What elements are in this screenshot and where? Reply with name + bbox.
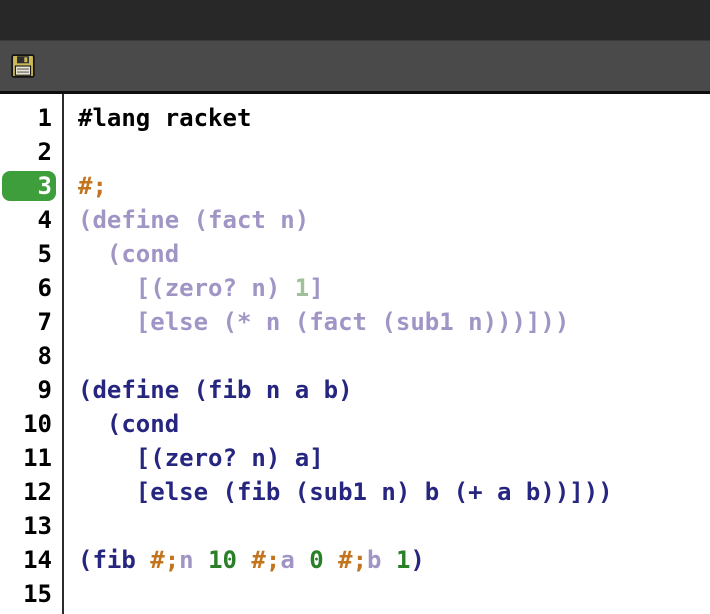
code-line[interactable]: 9 (define (fib n a b) [0, 373, 710, 407]
code-segment-muted_number: 1 [294, 274, 310, 302]
code-text: (cond [62, 237, 710, 271]
code-text: #; [62, 169, 710, 203]
line-number: 9 [37, 376, 52, 404]
code-line[interactable]: 14(fib #;n 10 #;a 0 #;b 1) [0, 543, 710, 577]
line-number-cell: 14 [0, 543, 62, 577]
code-text: #lang racket [62, 101, 710, 135]
code-line[interactable]: 15 [0, 577, 710, 611]
line-number: 15 [23, 580, 52, 608]
line-number: 11 [23, 444, 52, 472]
code-segment-code: ) [410, 546, 425, 574]
line-number-cell: 8 [0, 339, 62, 373]
line-number-cell: 4 [0, 203, 62, 237]
code-line[interactable]: 11 [(zero? n) a] [0, 441, 710, 475]
line-number-cell: 10 [0, 407, 62, 441]
code-segment-number: 0 [309, 546, 339, 574]
line-number: 4 [37, 206, 52, 234]
code-segment-number: 1 [395, 546, 411, 574]
line-number: 8 [37, 342, 52, 370]
code-line[interactable]: 12 [else (fib (sub1 n) b (+ a b))])) [0, 475, 710, 509]
code-segment-muted: [(zero? n) [78, 274, 295, 302]
current-line-number: 3 [2, 171, 56, 201]
titlebar [0, 0, 710, 40]
code-text [62, 135, 710, 169]
code-segment-default: #lang racket [78, 104, 252, 132]
line-number-cell: 6 [0, 271, 62, 305]
code-segment-number: 10 [208, 546, 252, 574]
code-line[interactable]: 4 (define (fact n) [0, 203, 710, 237]
line-number-cell: 11 [0, 441, 62, 475]
line-number-cell: 1 [0, 101, 62, 135]
code-segment-muted: n [179, 546, 209, 574]
code-segment-muted: (define (fact n) [78, 206, 310, 234]
code-segment-comment: #; [150, 546, 180, 574]
code-line[interactable]: 6 [(zero? n) 1] [0, 271, 710, 305]
code-segment-muted: ] [309, 274, 324, 302]
code-text: [else (* n (fact (sub1 n)))])) [62, 305, 710, 339]
code-segment-comment: #; [338, 546, 368, 574]
line-number: 12 [23, 478, 52, 506]
code-segment-comment: #; [251, 546, 281, 574]
line-number-cell: 13 [0, 509, 62, 543]
code-text [62, 577, 710, 611]
code-segment-comment: #; [78, 172, 107, 200]
code-line[interactable]: 5 (cond [0, 237, 710, 271]
code-text: (define (fib n a b) [62, 373, 710, 407]
code-line[interactable]: 13 [0, 509, 710, 543]
code-segment-muted: [else (* n (fact (sub1 n)))])) [78, 308, 570, 336]
line-number: 5 [37, 240, 52, 268]
line-number: 2 [37, 138, 52, 166]
code-segment-muted: a [280, 546, 310, 574]
code-text: [(zero? n) a] [62, 441, 710, 475]
line-number-cell: 7 [0, 305, 62, 339]
code-line[interactable]: 10 (cond [0, 407, 710, 441]
code-line[interactable]: 3 #; [0, 169, 710, 203]
code-text: [(zero? n) 1] [62, 271, 710, 305]
line-number: 1 [37, 104, 52, 132]
line-number: 10 [23, 410, 52, 438]
gutter-separator [62, 94, 64, 614]
code-line[interactable]: 7 [else (* n (fact (sub1 n)))])) [0, 305, 710, 339]
code-segment-code: (cond [78, 410, 180, 438]
code-segment-code: [(zero? n) a] [78, 444, 324, 472]
code-text [62, 509, 710, 543]
line-number-cell: 12 [0, 475, 62, 509]
editor-lines: 1 #lang racket 2 3 #; 4 (define (fact n) 5 (con… [0, 101, 710, 611]
code-segment-code: (fib [78, 546, 151, 574]
line-number: 14 [23, 546, 52, 574]
code-text: (fib #;n 10 #;a 0 #;b 1) [62, 543, 710, 577]
code-segment-muted: (cond [78, 240, 180, 268]
code-text: [else (fib (sub1 n) b (+ a b))])) [62, 475, 710, 509]
line-number-cell: 9 [0, 373, 62, 407]
code-line[interactable]: 2 [0, 135, 710, 169]
line-number-cell: 2 [0, 135, 62, 169]
code-line[interactable]: 1 #lang racket [0, 101, 710, 135]
code-line[interactable]: 8 [0, 339, 710, 373]
code-text [62, 339, 710, 373]
line-number: 7 [37, 308, 52, 336]
code-segment-muted: b [367, 546, 396, 574]
code-segment-code: (define (fib n a b) [78, 376, 353, 404]
line-number: 6 [37, 274, 52, 302]
save-button[interactable] [8, 51, 38, 81]
code-text: (cond [62, 407, 710, 441]
code-text: (define (fact n) [62, 203, 710, 237]
line-number-cell: 15 [0, 577, 62, 611]
line-number-cell: 3 [0, 169, 62, 203]
line-number-cell: 5 [0, 237, 62, 271]
code-editor[interactable]: 1 #lang racket 2 3 #; 4 (define (fact n) 5 (con… [0, 94, 710, 614]
line-number: 13 [23, 512, 52, 540]
code-segment-code: [else (fib (sub1 n) b (+ a b))])) [78, 478, 613, 506]
toolbar [0, 40, 710, 94]
save-icon [10, 53, 36, 79]
